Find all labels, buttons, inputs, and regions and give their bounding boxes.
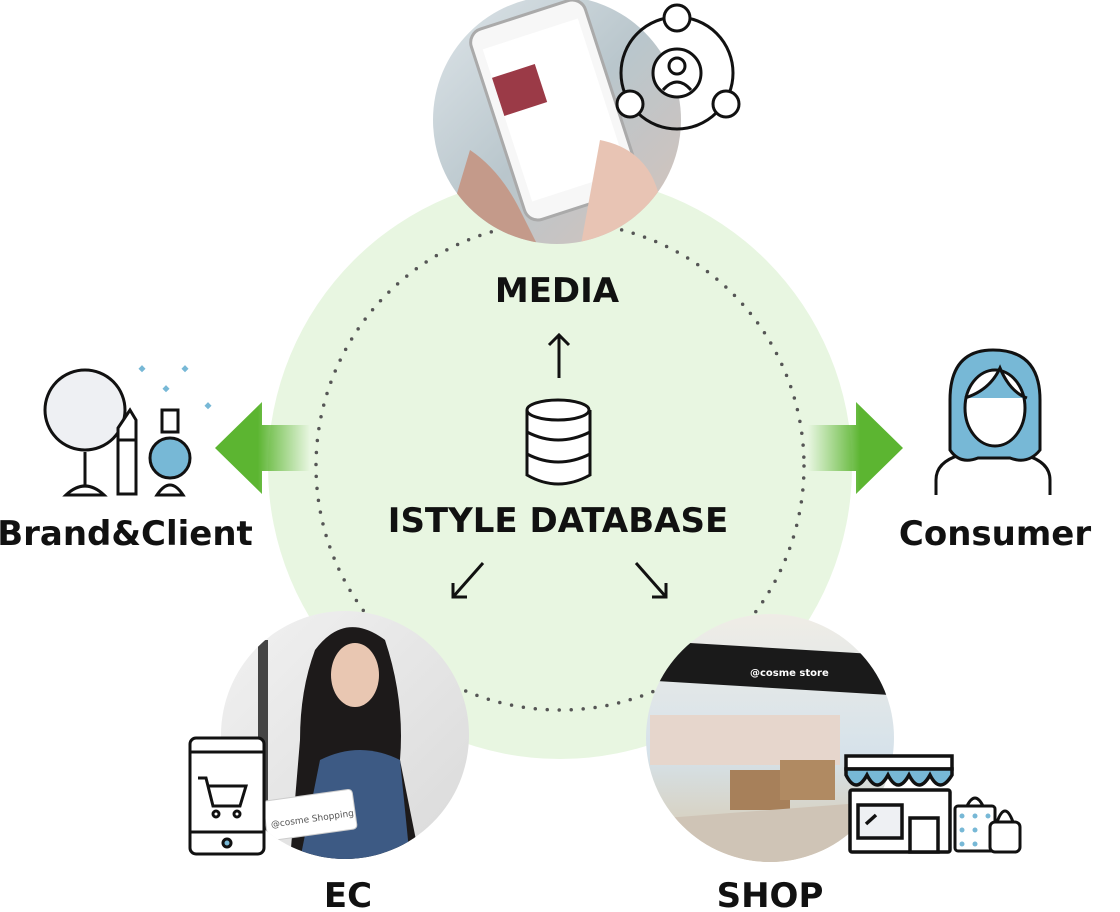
arrow-down-left-icon [451, 562, 485, 599]
shop-label: SHOP [717, 876, 824, 912]
shop-photo: @cosme store [646, 614, 894, 862]
shopping-bags-icon [953, 796, 1022, 854]
dotted-ring [314, 220, 806, 712]
arrow-left-icon [215, 402, 310, 494]
media-photo [433, 0, 681, 244]
brand-client-label: Brand&Client [0, 514, 253, 554]
ec-label: EC [324, 876, 372, 912]
woman-avatar-icon [934, 348, 1052, 495]
arrow-right-icon [808, 402, 903, 494]
database-icon [525, 398, 592, 486]
consumer-label: Consumer [899, 514, 1091, 554]
arrow-up-icon [547, 332, 571, 378]
center-title: ISTYLE DATABASE [388, 501, 728, 541]
media-label: MEDIA [495, 271, 620, 311]
tablet-cart-icon [188, 736, 266, 856]
mirror-cosmetics-icon [43, 365, 212, 497]
storefront-icon [844, 754, 954, 854]
ec-photo: @cosme Shopping [221, 611, 469, 859]
store-sign: @cosme store [750, 668, 829, 679]
arrow-down-right-icon [634, 562, 668, 599]
network-user-icon [615, 3, 741, 131]
